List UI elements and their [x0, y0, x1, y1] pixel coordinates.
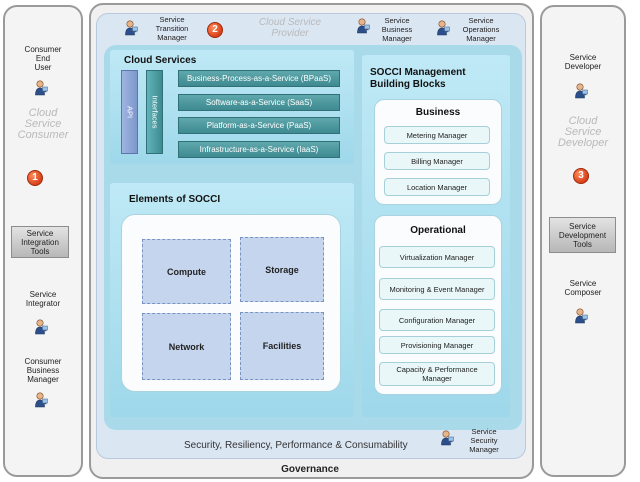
service-integrator-label: Service Integrator	[25, 290, 61, 308]
service-development-tools-label: Service Development Tools	[558, 221, 607, 249]
service-developer-label: Service Developer	[564, 53, 602, 71]
business-title: Business	[415, 107, 461, 118]
service-security-manager-icon	[441, 430, 454, 446]
api-bar[interactable]: API	[121, 70, 138, 154]
service-transition-manager-label: Service Transition Manager	[155, 15, 189, 42]
location-manager[interactable]: Location Manager	[384, 178, 490, 196]
service-saas[interactable]: Software-as-a-Service (SaaS)	[178, 94, 340, 111]
cloud-service-developer-title: Cloud Service Developer	[557, 115, 609, 149]
service-operations-manager-label: Service Operations Manager	[462, 16, 500, 43]
virtualization-manager[interactable]: Virtualization Manager	[379, 246, 495, 268]
configuration-manager[interactable]: Configuration Manager	[379, 309, 495, 331]
governance-label: Governance	[281, 464, 339, 475]
service-iaas[interactable]: Infrastructure-as-a-Service (IaaS)	[178, 141, 340, 158]
provisioning-manager[interactable]: Provisioning Manager	[379, 336, 495, 354]
service-integrator-icon	[35, 319, 48, 335]
network-cell[interactable]: Network	[142, 313, 231, 380]
service-bpaas[interactable]: Business-Process-as-a-Service (BPaaS)	[178, 70, 340, 87]
socci-management-title: SOCCI Management Building Blocks	[370, 67, 466, 90]
service-composer-label: Service Composer	[564, 279, 602, 297]
consumer-badge: 1	[27, 170, 43, 186]
developer-badge: 3	[573, 168, 589, 184]
cloud-service-provider-title: Cloud Service Provider	[258, 17, 322, 39]
cloud-service-consumer-title: Cloud Service Consumer	[17, 107, 69, 141]
consumer-end-user-label: Consumer End User	[24, 45, 62, 72]
metering-manager[interactable]: Metering Manager	[384, 126, 490, 144]
service-integration-tools-button[interactable]: Service Integration Tools	[11, 226, 69, 258]
service-development-tools-button[interactable]: Service Development Tools	[549, 217, 616, 253]
cloud-services-title: Cloud Services	[124, 55, 197, 66]
interfaces-bar[interactable]: Interfaces	[146, 70, 163, 154]
consumer-business-manager-icon	[35, 392, 48, 408]
service-paas[interactable]: Platform-as-a-Service (PaaS)	[178, 117, 340, 134]
provider-badge: 2	[207, 22, 223, 38]
service-business-manager-icon	[357, 18, 370, 34]
service-composer-icon	[575, 308, 588, 324]
service-developer-icon	[575, 83, 588, 99]
facilities-cell[interactable]: Facilities	[240, 312, 324, 380]
storage-cell[interactable]: Storage	[240, 237, 324, 302]
operational-title: Operational	[410, 225, 466, 236]
compute-cell[interactable]: Compute	[142, 239, 231, 304]
interfaces-label: Interfaces	[150, 95, 159, 129]
elements-of-socci-title: Elements of SOCCI	[129, 194, 221, 205]
security-resiliency-text: Security, Resiliency, Performance & Cons…	[184, 440, 408, 451]
monitoring-event-manager[interactable]: Monitoring & Event Manager	[379, 278, 495, 300]
service-operations-manager-icon	[437, 20, 450, 36]
consumer-business-manager-label: Consumer Business Manager	[24, 357, 62, 384]
consumer-end-user-icon	[35, 80, 48, 96]
service-security-manager-label: Service Security Manager	[469, 427, 499, 454]
billing-manager[interactable]: Billing Manager	[384, 152, 490, 170]
service-business-manager-label: Service Business Manager	[381, 16, 413, 43]
service-transition-manager-icon	[125, 20, 138, 36]
service-integration-tools-label: Service Integration Tools	[21, 228, 59, 256]
capacity-performance-manager[interactable]: Capacity & Performance Manager	[379, 362, 495, 386]
api-label: API	[125, 105, 134, 119]
